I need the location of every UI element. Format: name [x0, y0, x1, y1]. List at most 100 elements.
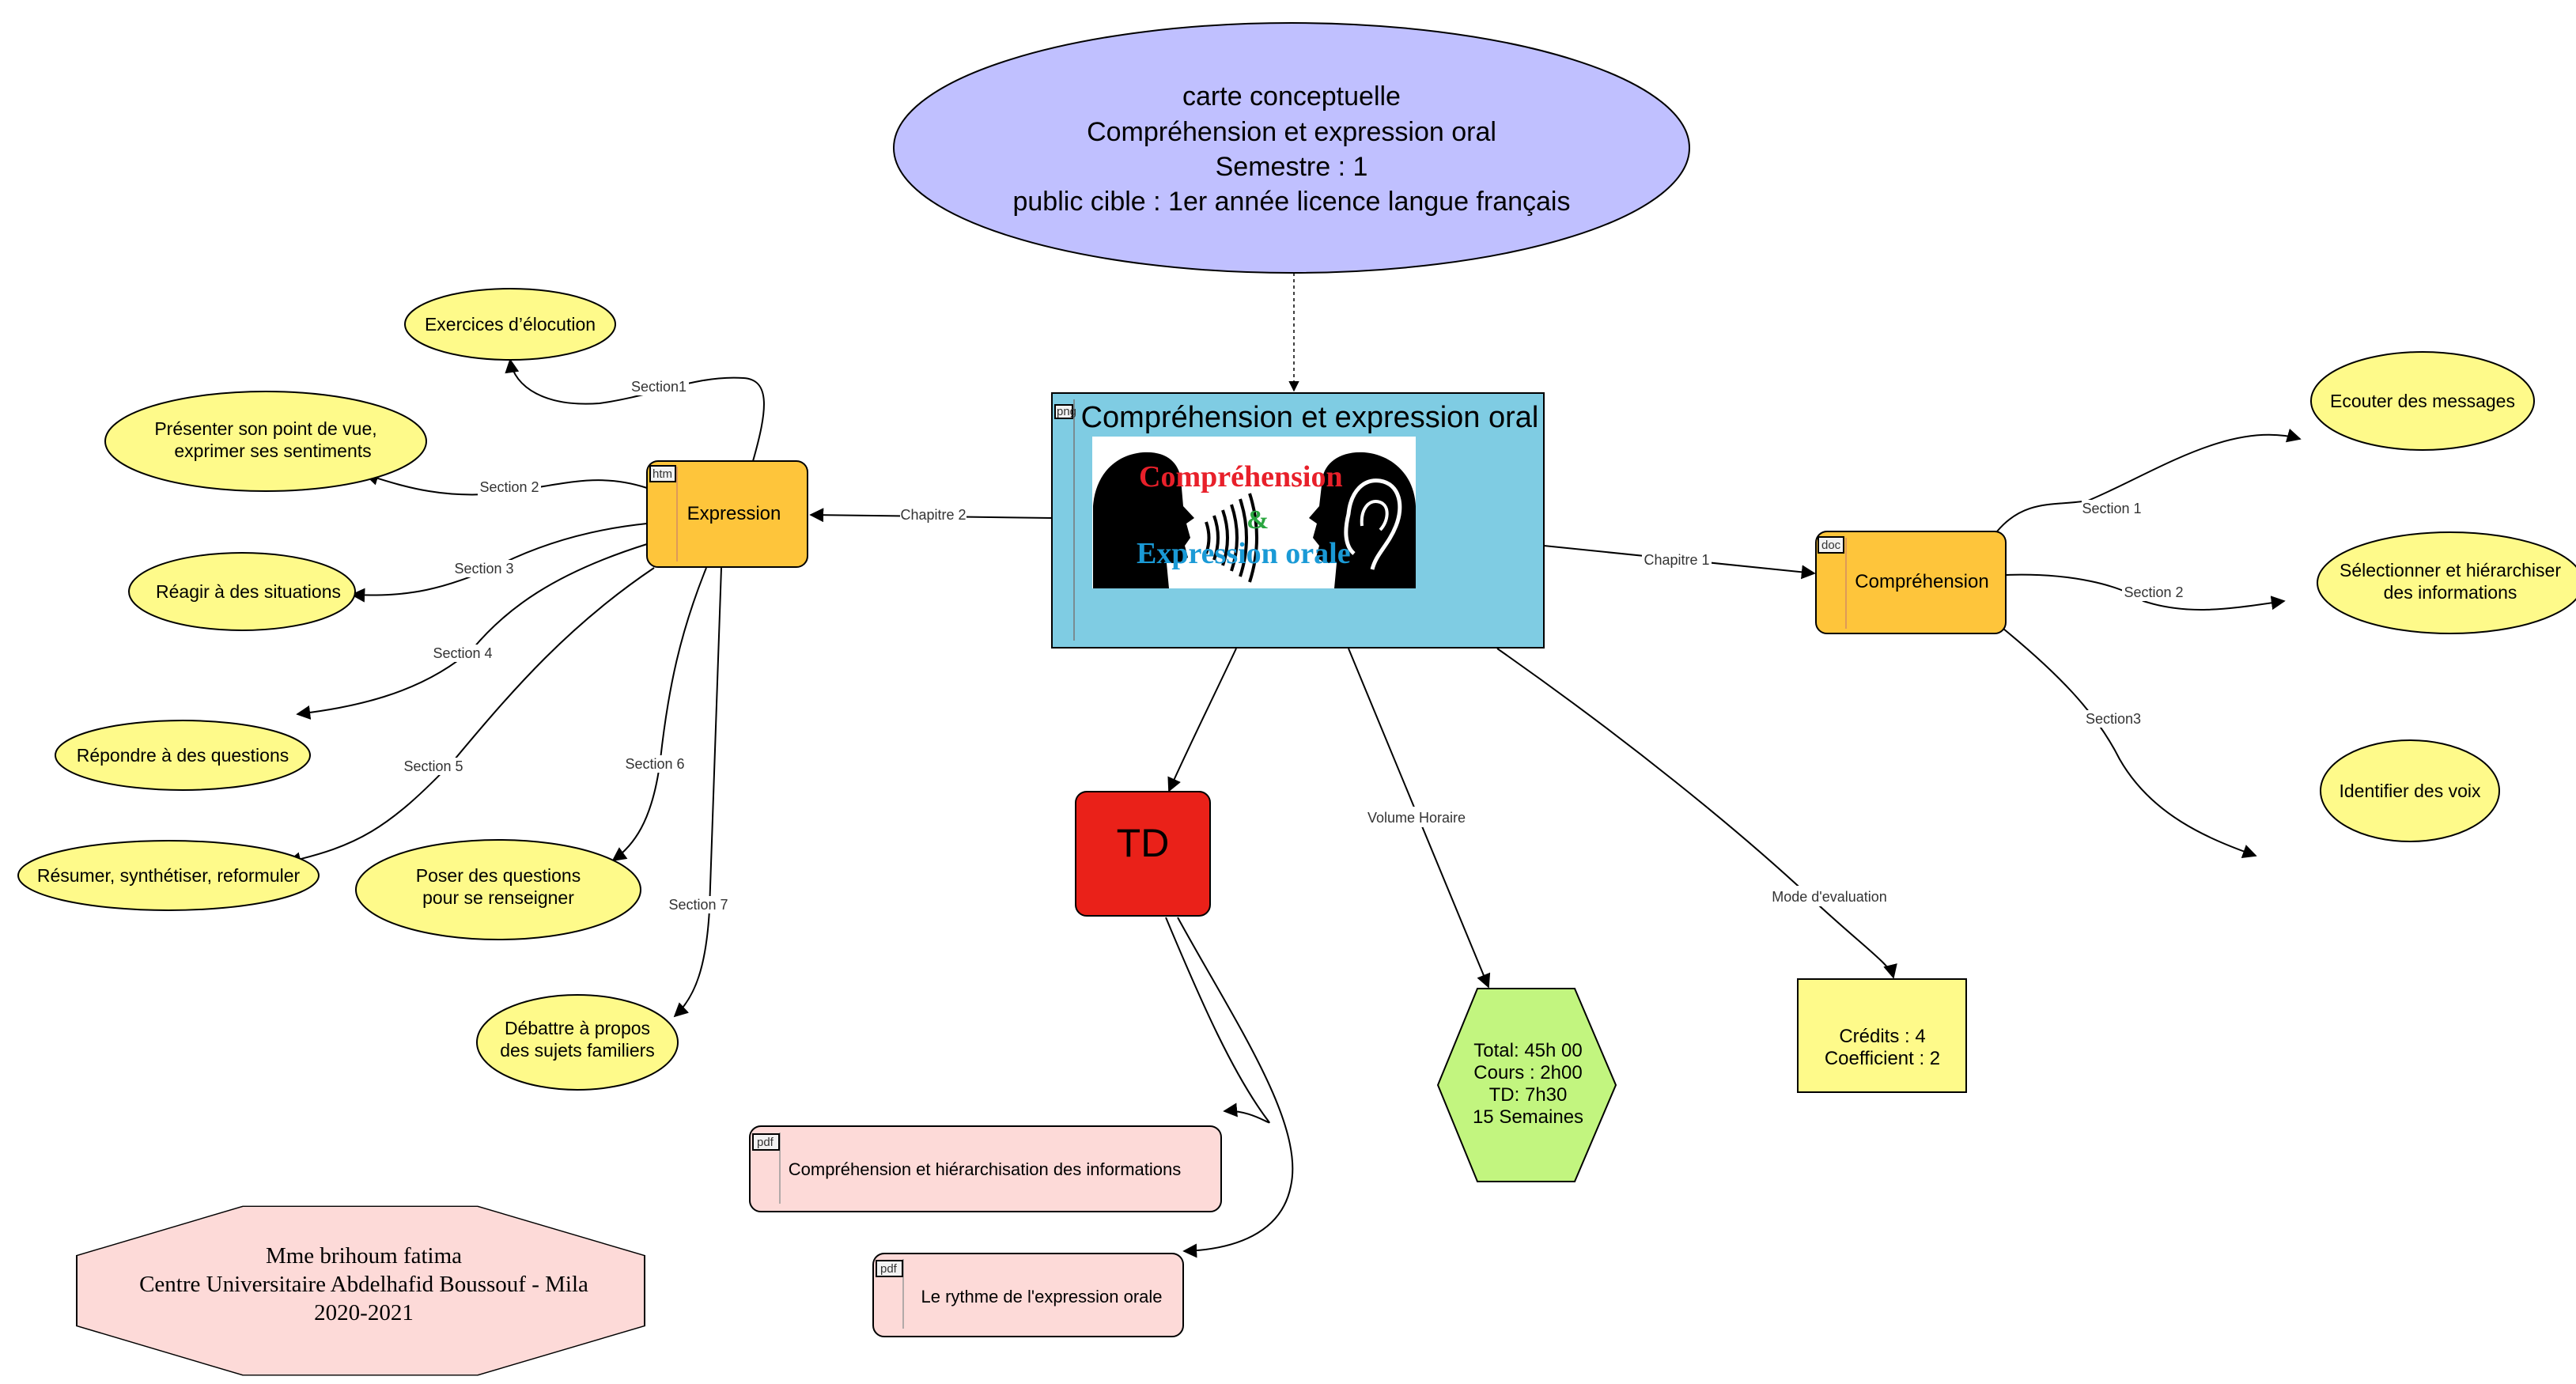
edge-mode-evaluation[interactable] [1496, 648, 1897, 979]
leaf-shape [17, 840, 320, 911]
edge-label-expression-s5: Section 5 [402, 758, 465, 775]
edge-label-text: Section1 [631, 379, 687, 395]
edge-label-text: Section 1 [2082, 501, 2141, 516]
leaf-expression-1[interactable]: Exercices d’élocution [404, 288, 616, 361]
leaf-shape [2317, 531, 2576, 634]
resource-node-2[interactable]: pdf Le rythme de l'expression orale [872, 1253, 1184, 1337]
png-badge-icon: png [1057, 405, 1076, 418]
image-text-ampersand: & [1246, 505, 1269, 535]
resource-label: Le rythme de l'expression orale [921, 1287, 1162, 1306]
leaf-text: Résumer, synthétiser, reformuler [37, 865, 301, 886]
leaf-comprehension-2[interactable]: Sélectionner et hiérarchiser des informa… [2317, 531, 2576, 634]
title-line-2: Compréhension et expression oral [1087, 117, 1496, 147]
leaf-expression-2[interactable]: Présenter son point de vue, exprimer ses… [104, 391, 427, 492]
volume-horaire-node[interactable]: Total: 45h 00 Cours : 2h00 TD: 7h30 15 S… [1436, 988, 1617, 1182]
leaf-comprehension-1[interactable]: Ecouter des messages [2310, 351, 2535, 451]
title-line-4: public cible : 1er année licence langue … [1012, 187, 1570, 217]
doc-badge[interactable]: doc [1818, 536, 1844, 554]
edge-label-comprehension-s2: Section 2 [2122, 584, 2185, 601]
leaf-shape [55, 720, 311, 791]
edge-expression-section-6[interactable] [611, 567, 707, 862]
comprehension-node[interactable]: doc Compréhension [1815, 531, 2007, 634]
edge-central-to-td[interactable] [1167, 648, 1237, 792]
evaluation-line-1: Crédits : 4 [1839, 1026, 1925, 1047]
expression-node-label: Expression [687, 503, 781, 524]
png-badge[interactable]: png [1054, 404, 1076, 419]
volume-line-3: TD: 7h30 [1489, 1084, 1568, 1106]
title-node-shape [893, 22, 1690, 274]
central-node[interactable]: png Compréhension et expression oral Com… [1051, 392, 1545, 649]
edge-label-text: Volume Horaire [1367, 810, 1466, 826]
edge-comprehension-section-1[interactable] [1996, 428, 2302, 532]
leaf-expression-6[interactable]: Poser des questions pour se renseigner [355, 839, 641, 940]
volume-line-2: Cours : 2h00 [1473, 1062, 1582, 1083]
leaf-text: Présenter son point de vue, [154, 418, 376, 439]
evaluation-node[interactable]: Crédits : 4 Coefficient : 2 [1797, 978, 1967, 1093]
edge-label-expression-s1: Section1 [629, 378, 689, 395]
leaf-expression-7[interactable]: Débattre à propos des sujets familiers [476, 994, 679, 1091]
leaf-text: Exercices d’élocution [425, 314, 596, 335]
expression-node[interactable]: htm Expression [646, 460, 808, 568]
leaf-expression-5[interactable]: Résumer, synthétiser, reformuler [17, 840, 320, 911]
leaf-text: Sélectionner et hiérarchiser [2340, 560, 2561, 580]
author-line-1: Mme brihoum fatima [266, 1243, 462, 1269]
leaf-comprehension-3[interactable]: Identifier des voix [2320, 739, 2500, 842]
pdf-badge[interactable]: pdf [876, 1260, 903, 1277]
comprehension-node-shape [1815, 531, 2007, 634]
doc-badge-icon: doc [1821, 539, 1841, 552]
sound-waves-icon [1205, 493, 1258, 583]
edge-td-to-resource-2[interactable] [1177, 917, 1294, 1258]
title-node[interactable]: carte conceptuelle Compréhension et expr… [893, 22, 1690, 274]
leaf-text: pour se renseigner [422, 887, 574, 908]
resource-node-1-shape [749, 1125, 1222, 1212]
td-node[interactable]: TD [1075, 791, 1211, 917]
edge-label-text: Section3 [2086, 711, 2141, 727]
edge-label-volume-horaire: Volume Horaire [1364, 807, 1469, 827]
resource-node-1[interactable]: pdf Compréhension et hiérarchisation des… [749, 1125, 1222, 1212]
leaf-text: des informations [2384, 582, 2517, 603]
edge-label-text: Chapitre 1 [1644, 552, 1709, 568]
leaf-text: Identifier des voix [2340, 781, 2481, 801]
leaf-text: Ecouter des messages [2330, 391, 2515, 411]
htm-badge[interactable]: htm [649, 465, 676, 482]
leaf-shape [355, 839, 641, 940]
leaf-text: Réagir à des situations [156, 581, 341, 602]
volume-horaire-shape [1436, 988, 1617, 1182]
edge-label-mode-evaluation: Mode d'evaluation [1760, 886, 1898, 906]
central-node-title: Compréhension et expression oral [1081, 401, 1539, 434]
edge-label-text: Section 7 [668, 897, 728, 913]
edge-td-to-resource-1[interactable] [1165, 917, 1270, 1124]
edge-label-text: Section 3 [454, 561, 513, 577]
edge-expression-section-5[interactable] [286, 567, 655, 867]
htm-badge-icon: htm [653, 467, 672, 481]
leaf-expression-4[interactable]: Répondre à des questions [55, 720, 311, 791]
edge-expression-section-1[interactable] [505, 358, 765, 462]
edge-expression-section-7[interactable] [673, 567, 722, 1018]
pdf-badge-icon: pdf [757, 1136, 774, 1149]
edge-label-comprehension-s1: Section 1 [2082, 500, 2142, 517]
leaf-expression-3[interactable]: Réagir à des situations [128, 552, 356, 631]
edge-label-chapitre-2: Chapitre 2 [900, 506, 966, 524]
author-line-3: 2020-2021 [314, 1300, 414, 1325]
edge-label-text: Section 5 [403, 758, 463, 774]
leaf-text: exprimer ses sentiments [174, 441, 371, 461]
volume-line-4: 15 Semaines [1473, 1106, 1583, 1128]
central-node-image[interactable]: Compréhension & Expression orale [1092, 437, 1416, 588]
edge-label-text: Section 2 [479, 479, 539, 495]
edge-comprehension-section-3[interactable] [2003, 628, 2257, 859]
pdf-badge[interactable]: pdf [752, 1133, 780, 1151]
ear-icon [1344, 478, 1402, 570]
evaluation-shape [1797, 978, 1967, 1093]
author-line-2: Centre Universitaire Abdelhafid Boussouf… [139, 1272, 588, 1297]
author-node[interactable]: Mme brihoum fatima Centre Universitaire … [76, 1205, 645, 1376]
pdf-badge-icon: pdf [880, 1262, 898, 1276]
td-node-label: TD [1117, 821, 1170, 865]
image-text-expression: Expression orale [1137, 537, 1351, 570]
edge-label-expression-s2: Section 2 [478, 479, 541, 497]
leaf-shape [104, 391, 427, 492]
edge-label-text: Section 4 [433, 645, 492, 661]
resource-node-2-shape [872, 1253, 1184, 1337]
leaf-text: des sujets familiers [500, 1040, 655, 1061]
image-text-comprehension: Compréhension [1139, 460, 1343, 493]
